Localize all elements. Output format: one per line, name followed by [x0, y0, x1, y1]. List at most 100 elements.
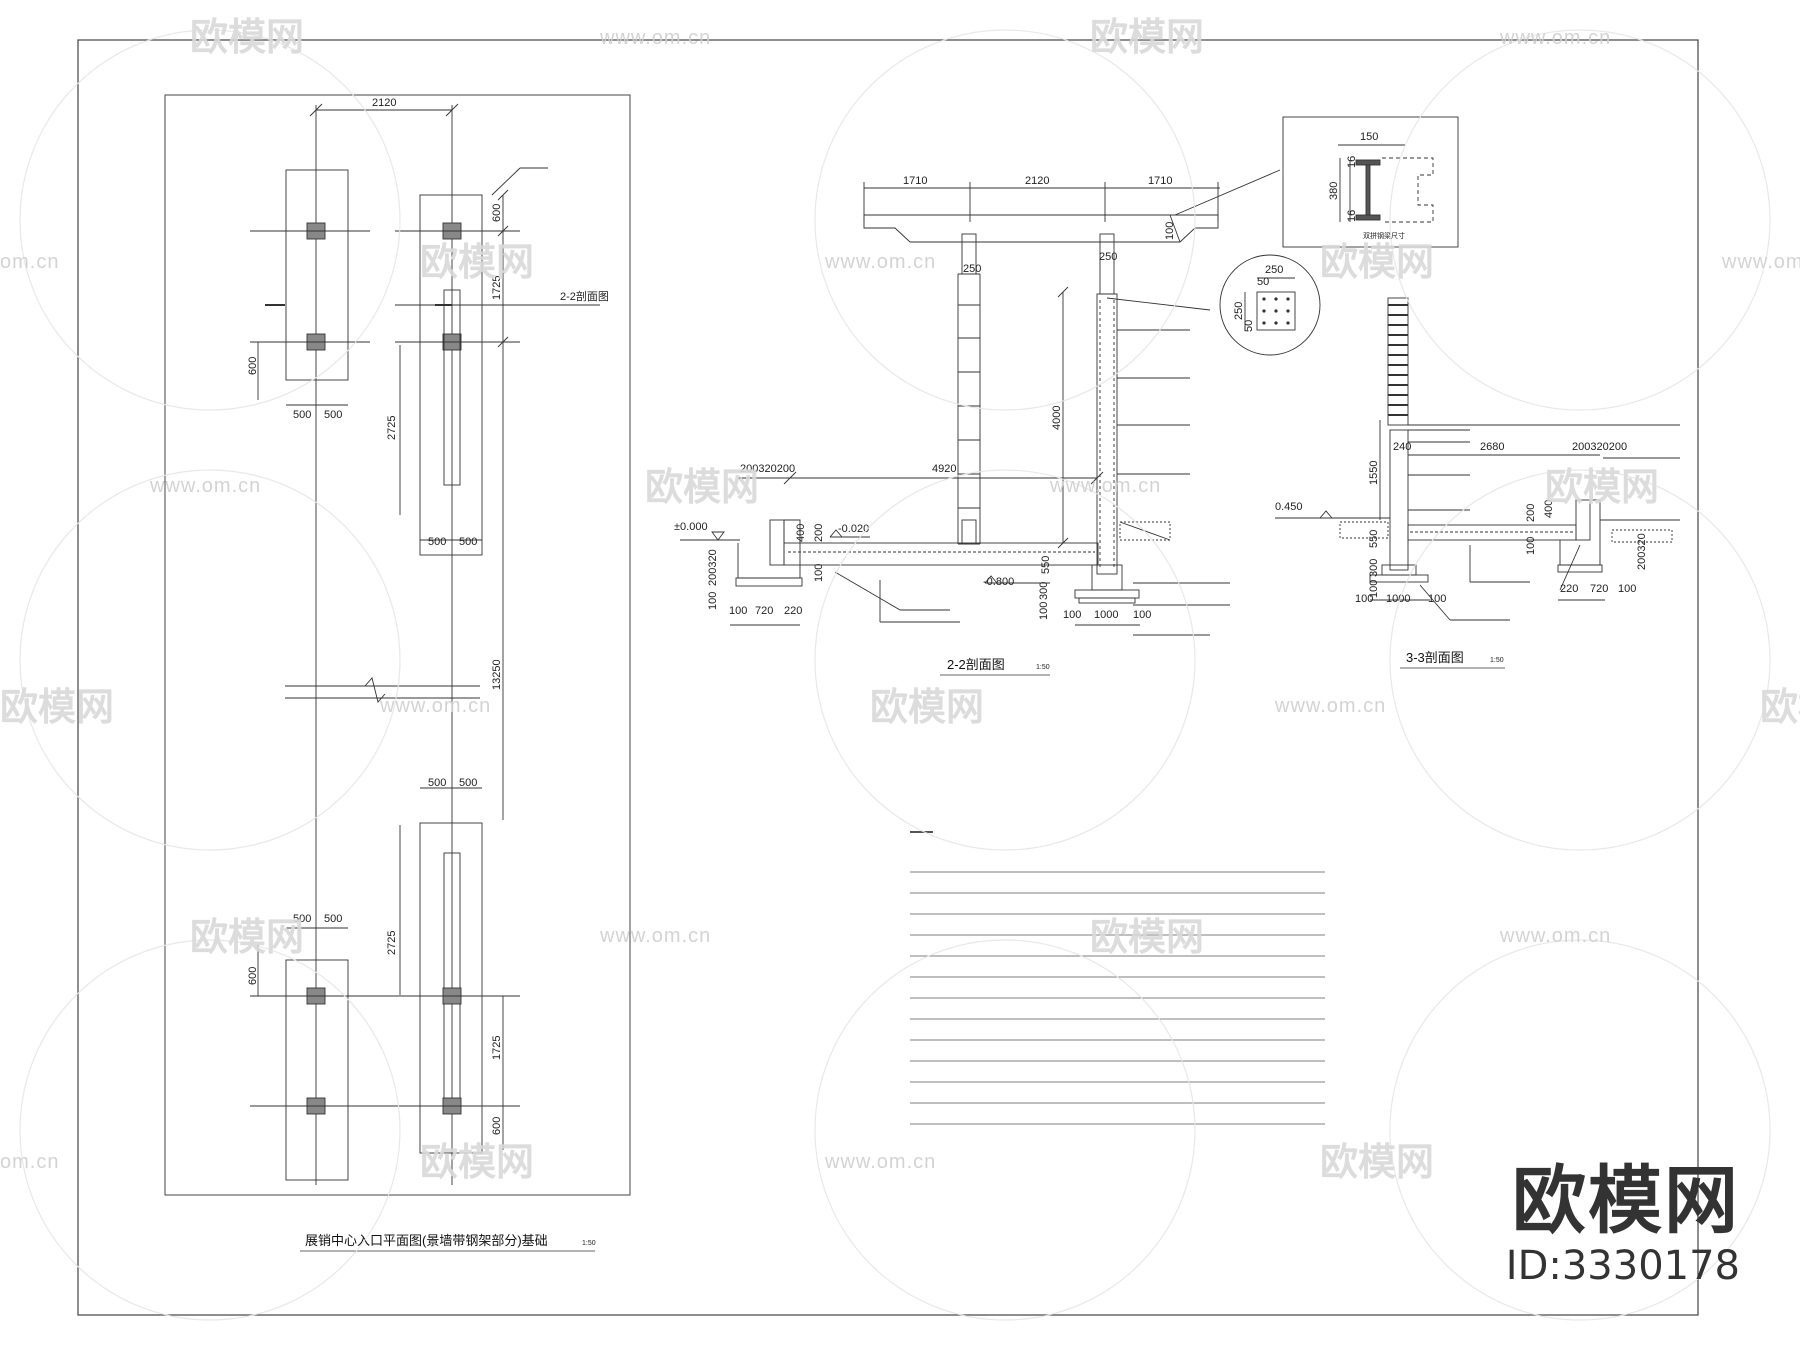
- sheet-border: [77, 39, 1699, 1316]
- s33-bottom-100c: 100: [1618, 583, 1636, 595]
- steel-width: 150: [1360, 131, 1378, 143]
- plan-dim-600-left: 600: [247, 357, 259, 375]
- s22-elev-footing: -0.800: [983, 576, 1014, 588]
- brand-id: ID:3330178: [1505, 1243, 1740, 1289]
- watermark-brand-12: 欧模网: [420, 1142, 534, 1184]
- s33-bottom-100a: 100: [1355, 593, 1373, 605]
- watermark-url-6: www.om.cn: [1049, 475, 1161, 497]
- brand-mark: 欧模网 ID:3330178: [1490, 1160, 1740, 1290]
- s33-bottom-100b: 100: [1428, 593, 1446, 605]
- watermark-brand-3: 欧模网: [420, 242, 534, 284]
- plan-dim-600-lower: 600: [491, 1117, 503, 1135]
- s22-beam-h: 100: [1164, 222, 1176, 240]
- plan-dim-600-top: 600: [491, 204, 503, 222]
- watermark-brand-6: 欧模网: [1545, 467, 1659, 509]
- plan-dim-500b: 500: [324, 409, 342, 421]
- watermark-url-5: www.om.cn: [149, 475, 261, 497]
- s22-elev-zero: ±0.000: [674, 521, 708, 533]
- s33-small-240: 240: [1393, 441, 1411, 453]
- s22-bottom-100b: 100: [1063, 609, 1081, 621]
- steel-web: 16: [1346, 210, 1358, 222]
- plan-dim-1725-lower: 1725: [491, 1036, 503, 1060]
- plate-width: 250: [1265, 264, 1283, 276]
- plan-dim-500h: 500: [324, 913, 342, 925]
- plan-dim-2725-lower: 2725: [386, 931, 398, 955]
- plan-dim-1725-top: 1725: [491, 276, 503, 300]
- section-3-3: [1275, 297, 1680, 621]
- plan-dim-2725-upper: 2725: [386, 416, 398, 440]
- s22-bottom-100a: 100: [729, 605, 747, 617]
- plan-dim-500d: 500: [459, 536, 477, 548]
- s33-small-100: 100: [1525, 537, 1537, 555]
- s22-title: 2-2剖面图: [947, 657, 1005, 672]
- plan-dim-500e: 500: [428, 777, 446, 789]
- plate-edge2: 50: [1243, 320, 1255, 332]
- s33-span: 2680: [1480, 441, 1504, 453]
- watermark-brand-1: 欧模网: [190, 17, 304, 59]
- plan-callout-22: 2-2剖面图: [560, 289, 609, 303]
- s33-title: 3-3剖面图: [1406, 650, 1464, 665]
- section-2-2: [680, 169, 1281, 636]
- watermark-brand-5: 欧模网: [645, 467, 759, 509]
- plate-edge: 50: [1257, 276, 1269, 288]
- s22-col-w-left: 250: [963, 263, 981, 275]
- watermark-brand-11: 欧模网: [1090, 917, 1204, 959]
- s22-small-400: 400: [795, 524, 807, 542]
- brand-name: 欧模网: [1512, 1158, 1740, 1244]
- plan-dim-total: 13250: [491, 659, 503, 690]
- steel-height: 380: [1328, 182, 1340, 200]
- s22-top-dim-2: 2120: [1025, 175, 1049, 187]
- watermark-url-3: www.om.cn: [824, 251, 936, 273]
- watermark-url-edge-2: om.cn: [0, 1151, 59, 1173]
- base-plate-detail: [1219, 254, 1321, 356]
- steel-beam-detail: [1282, 116, 1459, 248]
- watermark-url-2: www.om.cn: [1499, 27, 1611, 49]
- s33-bottom-720: 720: [1590, 583, 1608, 595]
- s22-wall-dims: 200320200: [740, 463, 795, 475]
- s22-span: 4920: [932, 463, 956, 475]
- s33-bottom-220: 220: [1560, 583, 1578, 595]
- watermark-brand-10: 欧模网: [190, 917, 304, 959]
- s22-small-100c: 100: [1038, 602, 1050, 620]
- s22-scale: 1:50: [1036, 664, 1050, 671]
- s22-small-200: 200: [813, 524, 825, 542]
- plan-dim-top: 2120: [372, 97, 396, 109]
- watermark-url-10: www.om.cn: [1499, 925, 1611, 947]
- watermark-brand-7: 欧模网: [0, 687, 114, 729]
- s33-small-200320: 200320: [1636, 533, 1648, 570]
- watermark-layer: 欧模网 欧模网 www.om.cn www.om.cn om.cn 欧模网 ww…: [0, 17, 1800, 1321]
- watermark-brand-9: 欧模网: [1760, 687, 1800, 729]
- watermark-brand-2: 欧模网: [1090, 17, 1204, 59]
- watermark-url-11: www.om.cn: [824, 1151, 936, 1173]
- plan-frame: [164, 94, 631, 1196]
- watermark-url-8: www.om.cn: [1274, 695, 1386, 717]
- watermark-brand-13: 欧模网: [1320, 1142, 1434, 1184]
- watermark-brand-4: 欧模网: [1320, 242, 1434, 284]
- s22-elev-low: -0.020: [838, 523, 869, 535]
- s33-small-400: 400: [1543, 500, 1555, 518]
- s22-height: 4000: [1051, 406, 1063, 430]
- s33-small-100b: 100: [1368, 580, 1380, 598]
- s22-small-550: 550: [1040, 556, 1052, 574]
- s33-small-550: 550: [1368, 530, 1380, 548]
- s33-scale: 1:50: [1490, 657, 1504, 664]
- plan-dim-500g: 500: [293, 913, 311, 925]
- steel-caption: 双拼钢梁尺寸: [1363, 231, 1405, 240]
- s33-bottom-1000: 1000: [1386, 593, 1410, 605]
- s22-bottom-1000: 1000: [1094, 609, 1118, 621]
- plan-view: [250, 103, 600, 1185]
- plan-dim-600-lower-left: 600: [247, 967, 259, 985]
- s22-bottom-100c: 100: [1133, 609, 1151, 621]
- s22-small-100b: 100: [707, 592, 719, 610]
- plan-title: 展销中心入口平面图(景墙带钢架部分)基础: [305, 1233, 548, 1248]
- s33-small-300: 300: [1368, 559, 1380, 577]
- plate-height: 250: [1233, 302, 1245, 320]
- s33-elev: 0.450: [1275, 501, 1303, 513]
- plan-dim-500c: 500: [428, 536, 446, 548]
- watermark-url-4: www.om.cn: [1721, 251, 1800, 273]
- plan-scale: 1:50: [582, 1240, 596, 1247]
- s33-height: 1550: [1368, 461, 1380, 485]
- watermark-brand-8: 欧模网: [870, 687, 984, 729]
- s22-small-100: 100: [813, 564, 825, 582]
